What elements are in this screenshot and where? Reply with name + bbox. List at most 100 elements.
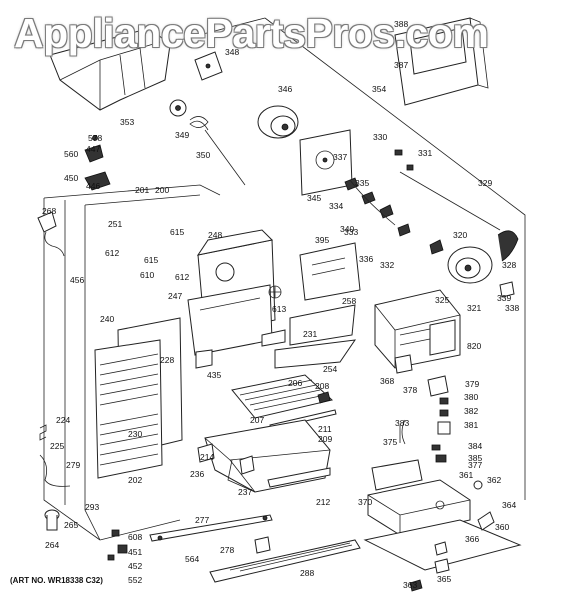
part-236 — [197, 443, 215, 463]
bracket-348 — [194, 51, 223, 81]
linkage-parts — [344, 177, 444, 255]
callout-label: 382 — [464, 406, 478, 416]
callout-label: 251 — [108, 219, 122, 229]
rail-212 — [267, 467, 331, 488]
callout-label: 228 — [160, 355, 174, 365]
rod-329 — [399, 171, 501, 231]
auger-350 — [189, 116, 246, 186]
fan-613 — [268, 285, 282, 299]
part-208 — [317, 391, 331, 404]
part-328 — [497, 230, 519, 262]
dispenser-door — [394, 17, 489, 106]
callout-label: 231 — [303, 329, 317, 339]
part-366 — [434, 541, 448, 556]
crisper-pan — [204, 419, 331, 493]
part-364 — [477, 511, 495, 531]
callout-label: 452 — [128, 561, 142, 571]
callout-label: 348 — [225, 47, 239, 57]
part-237 — [239, 455, 255, 475]
callout-label: 337 — [333, 152, 347, 162]
callout-label: 225 — [50, 441, 64, 451]
callout-label: 258 — [342, 296, 356, 306]
ice-bucket — [49, 27, 171, 111]
callout-label: 380 — [464, 392, 478, 402]
callout-label: 200 — [155, 185, 169, 195]
callout-label: 248 — [208, 230, 222, 240]
wire-harness-268 — [37, 211, 65, 257]
callout-label: 335 — [355, 178, 369, 188]
callout-label: 383 — [395, 418, 409, 428]
callout-label: 451 — [128, 547, 142, 557]
callout-label: 264 — [45, 540, 59, 550]
gear-hub — [175, 105, 181, 111]
callout-label: 349 — [175, 130, 189, 140]
callout-label: 338 — [505, 303, 519, 313]
callout-label: 224 — [56, 415, 70, 425]
part-338 — [499, 281, 515, 298]
callout-label: 350 — [196, 150, 210, 160]
grille-288 — [209, 539, 361, 583]
callout-label: 345 — [307, 193, 321, 203]
spring-224 — [39, 424, 47, 441]
callout-label: 360 — [495, 522, 509, 532]
part-368 — [394, 354, 413, 374]
callout-label: 613 — [272, 304, 286, 314]
callout-label: 365 — [437, 574, 451, 584]
callout-label: 456 — [70, 275, 84, 285]
callout-label: 354 — [372, 84, 386, 94]
callout-label: 615 — [170, 227, 184, 237]
callout-label: 395 — [315, 235, 329, 245]
callout-label: 435 — [207, 370, 221, 380]
callout-label: 384 — [468, 441, 482, 451]
motor-plate — [299, 129, 353, 196]
callout-label: 265 — [64, 520, 78, 530]
callout-label: 202 — [128, 475, 142, 485]
callout-label: 385 — [468, 453, 482, 463]
small-parts-330 — [394, 149, 414, 171]
callout-label: 346 — [278, 84, 292, 94]
callout-label: 201 — [135, 185, 149, 195]
callout-label: 212 — [316, 497, 330, 507]
part-435 — [195, 349, 213, 369]
motor-320 — [447, 246, 493, 284]
callout-label: 368 — [380, 376, 394, 386]
callout-label: 820 — [467, 341, 481, 351]
callout-label: 206 — [288, 378, 302, 388]
callout-label: 333 — [344, 227, 358, 237]
callout-label: 387 — [394, 60, 408, 70]
refrigerator-case — [43, 17, 526, 541]
part-278 — [254, 536, 271, 554]
callout-label: 279 — [66, 460, 80, 470]
callout-label: 564 — [185, 554, 199, 564]
callout-label: 610 — [140, 270, 154, 280]
callout-label: 615 — [144, 255, 158, 265]
auger-motor — [257, 105, 299, 139]
callout-label: 208 — [315, 381, 329, 391]
callout-label: 321 — [467, 303, 481, 313]
callout-label: 254 — [323, 364, 337, 374]
callout-label: 293 — [85, 502, 99, 512]
callout-label: 379 — [465, 379, 479, 389]
callout-label: 375 — [383, 437, 397, 447]
callout-label: 363 — [403, 580, 417, 590]
callout-label: 447 — [86, 144, 100, 154]
callout-label: 378 — [403, 385, 417, 395]
part-365 — [434, 558, 450, 574]
callout-label: 608 — [128, 532, 142, 542]
panel-395 — [299, 242, 361, 301]
callout-label: 320 — [453, 230, 467, 240]
callout-label: 236 — [190, 469, 204, 479]
callout-label: 339 — [497, 293, 511, 303]
art-number-caption: (ART NO. WR18338 C32) — [10, 576, 103, 585]
callout-label: 381 — [464, 420, 478, 430]
callout-label: 325 — [435, 295, 449, 305]
callout-label: 331 — [418, 148, 432, 158]
callout-label: 230 — [128, 429, 142, 439]
part-231 — [261, 329, 286, 347]
callout-label: 207 — [250, 415, 264, 425]
cover-258 — [274, 304, 357, 369]
callout-label: 336 — [359, 254, 373, 264]
callout-label: 388 — [394, 19, 408, 29]
evaporator-coil — [94, 317, 183, 479]
